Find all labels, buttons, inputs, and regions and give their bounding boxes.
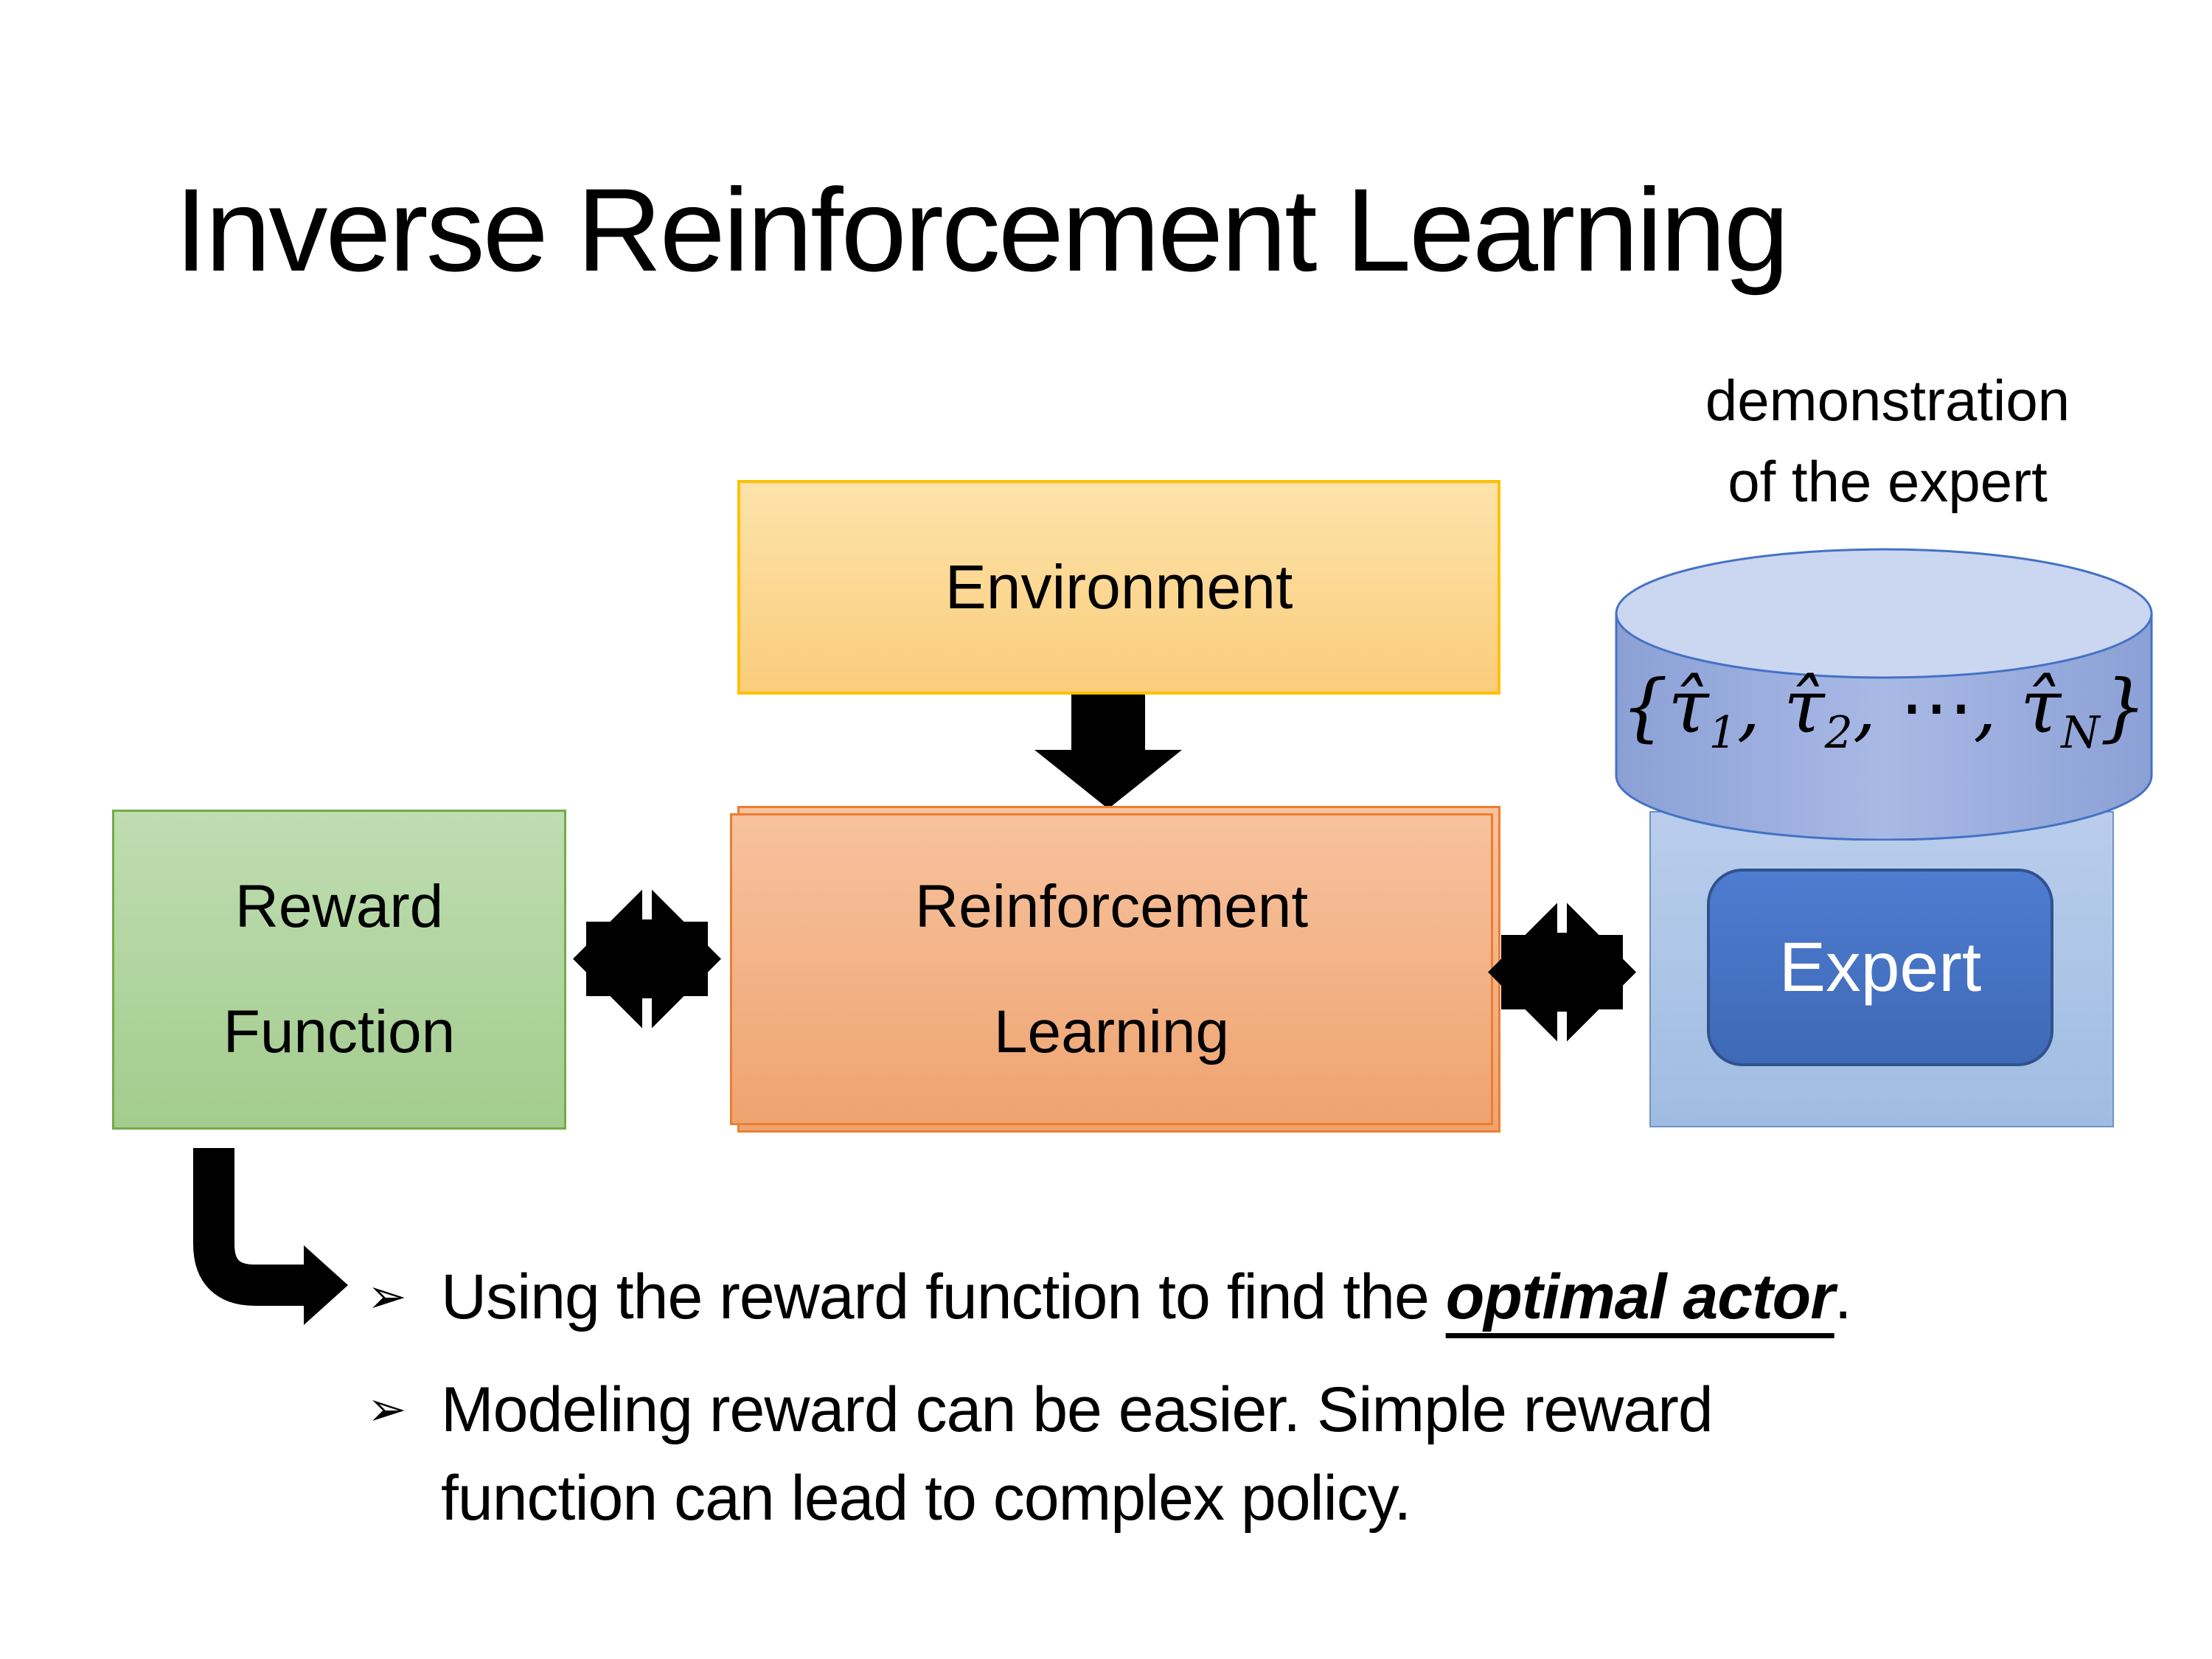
reward-function-line2: Function xyxy=(223,998,456,1065)
reward-function-box: Reward Function xyxy=(112,810,566,1130)
expert-label: Expert xyxy=(1778,928,1982,1006)
environment-box: Environment xyxy=(737,480,1500,695)
bullet-arrow-icon: ➢ xyxy=(367,1270,407,1324)
bullet-1-text: Using the reward function to find the op… xyxy=(441,1253,1852,1340)
formula-sub-n: N xyxy=(2061,707,2100,759)
bullet-2-line1: Modeling reward can be easier. Simple re… xyxy=(441,1374,1714,1445)
formula-tau-n: τ̂ xyxy=(2020,664,2062,750)
trajectory-set-formula: {τ̂1, τ̂2, ⋯, τ̂N} xyxy=(1613,664,2154,755)
reinforcement-learning-line1: Reinforcement xyxy=(914,872,1309,940)
bent-arrow-icon xyxy=(193,1148,348,1325)
formula-sub-1: 1 xyxy=(1708,707,1737,759)
formula-separator: , xyxy=(1852,664,1900,750)
demonstration-caption-line1: demonstration xyxy=(1705,368,2070,433)
bullet-1-after: . xyxy=(1834,1262,1852,1332)
formula-separator: , xyxy=(1973,664,2020,750)
demonstration-cylinder-icon xyxy=(1615,548,2153,841)
down-arrow-icon xyxy=(1034,695,1182,809)
formula-close-brace: } xyxy=(2099,664,2147,750)
bullet-1-before: Using the reward function to find the xyxy=(441,1262,1446,1332)
formula-sub-2: 2 xyxy=(1824,707,1853,759)
bullet-2-line2: function can lead to complex policy. xyxy=(441,1463,1411,1534)
expert-button: Expert xyxy=(1707,869,2053,1066)
bullet-2-text: Modeling reward can be easier. Simple re… xyxy=(441,1366,1714,1543)
slide-title: Inverse Reinforcement Learning xyxy=(175,164,1790,296)
bullet-arrow-icon: ➢ xyxy=(367,1382,407,1437)
double-arrow-icon xyxy=(573,885,721,1033)
formula-open-brace: { xyxy=(1621,664,1669,750)
environment-label: Environment xyxy=(945,552,1293,622)
bullet-item: ➢ Modeling reward can be easier. Simple … xyxy=(367,1366,1714,1543)
demonstration-caption-line2: of the expert xyxy=(1728,449,2048,514)
double-arrow-icon xyxy=(1488,898,1636,1046)
formula-tau-1: τ̂ xyxy=(1668,664,1709,750)
reward-function-label: Reward Function xyxy=(223,844,456,1095)
reinforcement-learning-line2: Learning xyxy=(993,998,1230,1065)
formula-dots: ⋯ xyxy=(1899,664,1974,750)
formula-separator: , xyxy=(1736,664,1784,750)
formula-tau-2: τ̂ xyxy=(1784,664,1825,750)
bullet-item: ➢ Using the reward function to find the … xyxy=(367,1253,1852,1340)
reward-function-line1: Reward xyxy=(234,873,444,940)
bullet-1-emphasis: optimal actor xyxy=(1445,1262,1835,1332)
reinforcement-learning-label: Reinforcement Learning xyxy=(915,844,1308,1095)
demonstration-caption: demonstration of the expert xyxy=(1607,360,2168,522)
reinforcement-learning-box: Reinforcement Learning xyxy=(730,813,1493,1125)
